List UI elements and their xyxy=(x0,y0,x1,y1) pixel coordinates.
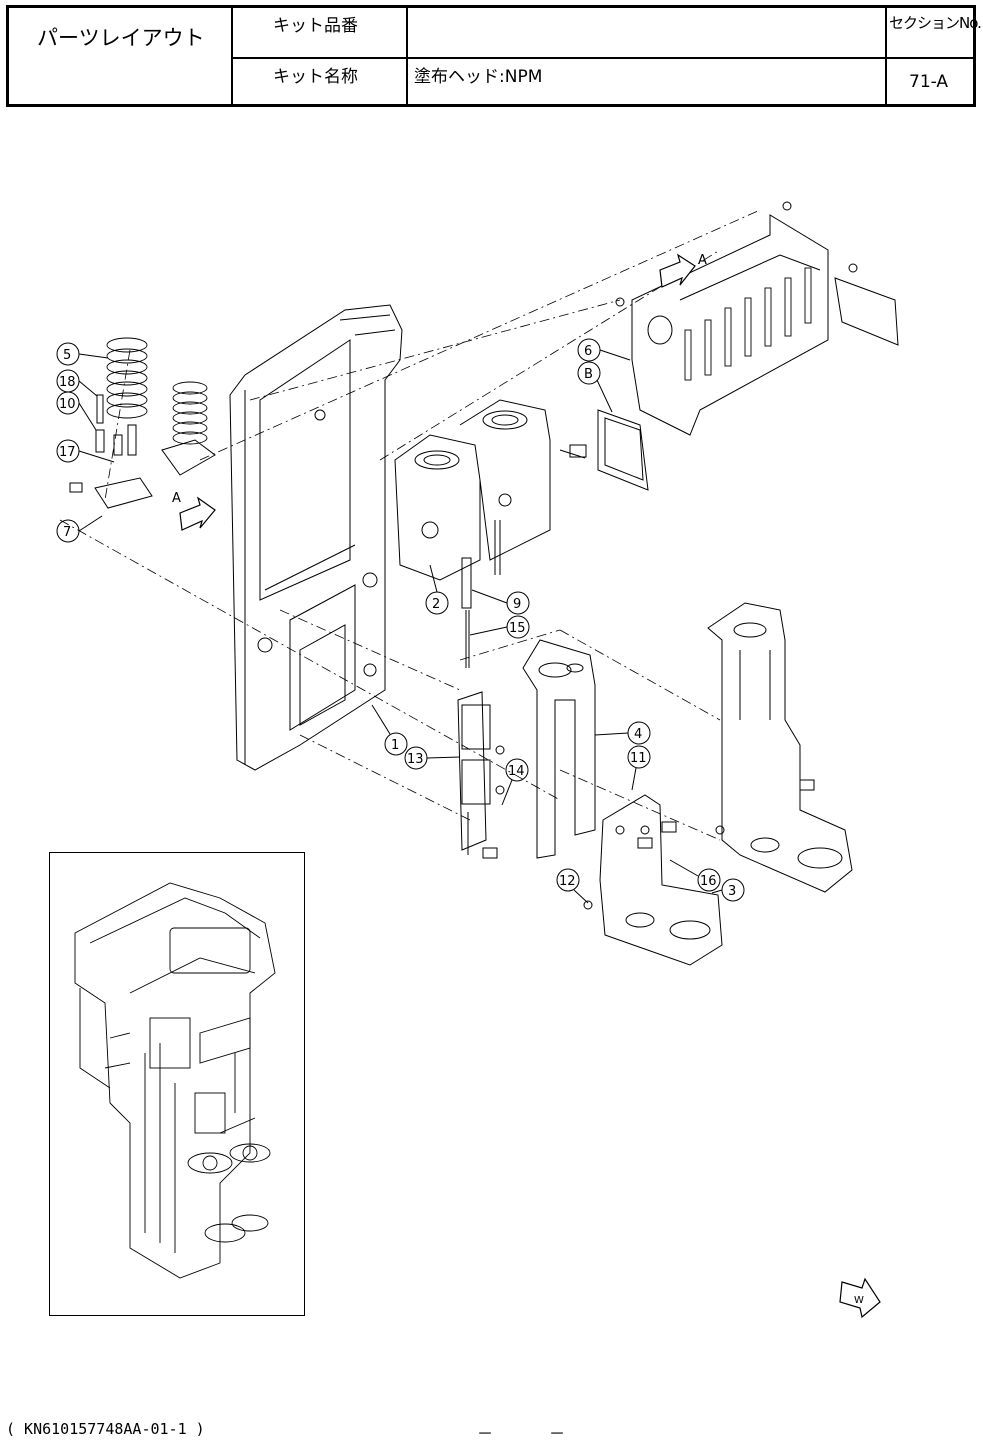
column-part-4 xyxy=(523,640,595,858)
svg-text:9: 9 xyxy=(513,597,521,612)
svg-text:6: 6 xyxy=(584,344,592,359)
part-callouts: 5 18 10 17 7 6 B 2 9 15 1 13 14 4 11 12 … xyxy=(57,339,744,903)
svg-text:10: 10 xyxy=(59,397,76,412)
svg-text:1: 1 xyxy=(391,738,399,753)
right-subassembly xyxy=(708,603,852,892)
bracket-part-B xyxy=(560,410,648,490)
svg-text:2: 2 xyxy=(432,597,440,612)
svg-text:3: 3 xyxy=(728,884,736,899)
assembly-lines xyxy=(60,210,760,840)
svg-text:11: 11 xyxy=(630,751,647,766)
cover-part-6 xyxy=(616,202,898,435)
svg-text:12: 12 xyxy=(559,874,576,889)
svg-text:A: A xyxy=(172,491,181,506)
svg-text:W: W xyxy=(854,1295,864,1306)
assembled-view-inset xyxy=(49,852,305,1316)
svg-text:17: 17 xyxy=(59,445,76,460)
svg-text:13: 13 xyxy=(407,752,424,767)
assembled-head-illustration xyxy=(50,853,303,1314)
guide-part-13 xyxy=(458,692,504,858)
svg-text:15: 15 xyxy=(509,621,526,636)
svg-text:18: 18 xyxy=(59,375,76,390)
document-code: ( KN610157748AA-01-1 ) xyxy=(6,1420,205,1438)
svg-text:16: 16 xyxy=(700,874,717,889)
svg-text:5: 5 xyxy=(63,348,71,363)
svg-text:A: A xyxy=(698,253,707,268)
head-blocks-part-2 xyxy=(395,400,550,580)
svg-text:B: B xyxy=(584,367,593,382)
page-number-left: － xyxy=(477,1420,493,1444)
shaft-part-9-15 xyxy=(462,558,471,668)
svg-text:7: 7 xyxy=(63,525,71,540)
svg-text:14: 14 xyxy=(508,764,525,779)
page-number-right: － xyxy=(549,1420,565,1444)
svg-text:4: 4 xyxy=(634,727,642,742)
main-frame-part-1 xyxy=(230,305,402,770)
